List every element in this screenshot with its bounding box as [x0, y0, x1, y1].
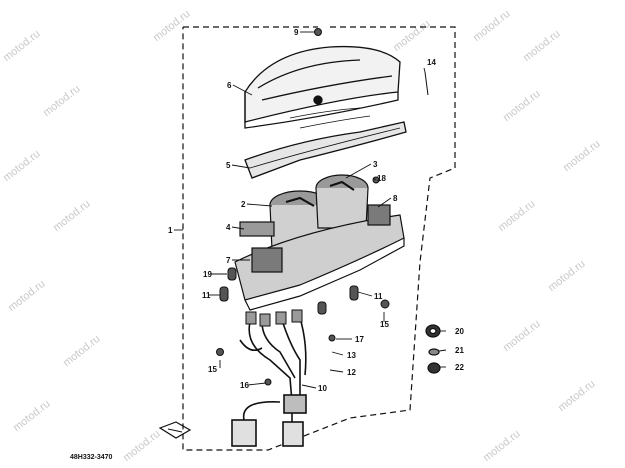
- callout-16: 16: [240, 381, 249, 390]
- callout-13: 13: [347, 351, 356, 360]
- wire-harness: [231, 317, 307, 447]
- callout-12: 12: [347, 368, 356, 377]
- callout-15: 15: [380, 320, 389, 329]
- callout-7: 7: [226, 256, 231, 265]
- tachometer: [315, 174, 369, 229]
- assembly-boundary: [182, 26, 456, 451]
- callout-11: 11: [374, 292, 383, 301]
- harness-sockets: [245, 309, 303, 327]
- meter-lens: [244, 121, 407, 179]
- grommets: [425, 324, 441, 374]
- callout-4: 4: [226, 223, 231, 232]
- callout-20: 20: [455, 327, 464, 336]
- front-arrow-icon: [158, 421, 192, 439]
- callout-18: 18: [377, 174, 386, 183]
- callout-8: 8: [393, 194, 398, 203]
- callout-2: 2: [241, 200, 246, 209]
- callout-10: 10: [318, 384, 327, 393]
- callout-6: 6: [227, 81, 232, 90]
- callout-1: 1: [168, 226, 173, 235]
- bulbs-and-sockets: [216, 28, 429, 386]
- meter-cover: [244, 45, 401, 129]
- leader-lines: [174, 31, 447, 389]
- callout-11: 11: [202, 291, 211, 300]
- meter-housing: [234, 204, 405, 311]
- callout-15: 15: [208, 365, 217, 374]
- callout-19: 19: [203, 270, 212, 279]
- callout-5: 5: [226, 161, 231, 170]
- callout-9: 9: [294, 28, 299, 37]
- diagram-code: 48H332-3470: [70, 454, 113, 461]
- callout-17: 17: [355, 335, 364, 344]
- callout-14: 14: [427, 58, 436, 67]
- callout-21: 21: [455, 346, 464, 355]
- callout-3: 3: [373, 160, 378, 169]
- callout-22: 22: [455, 363, 464, 372]
